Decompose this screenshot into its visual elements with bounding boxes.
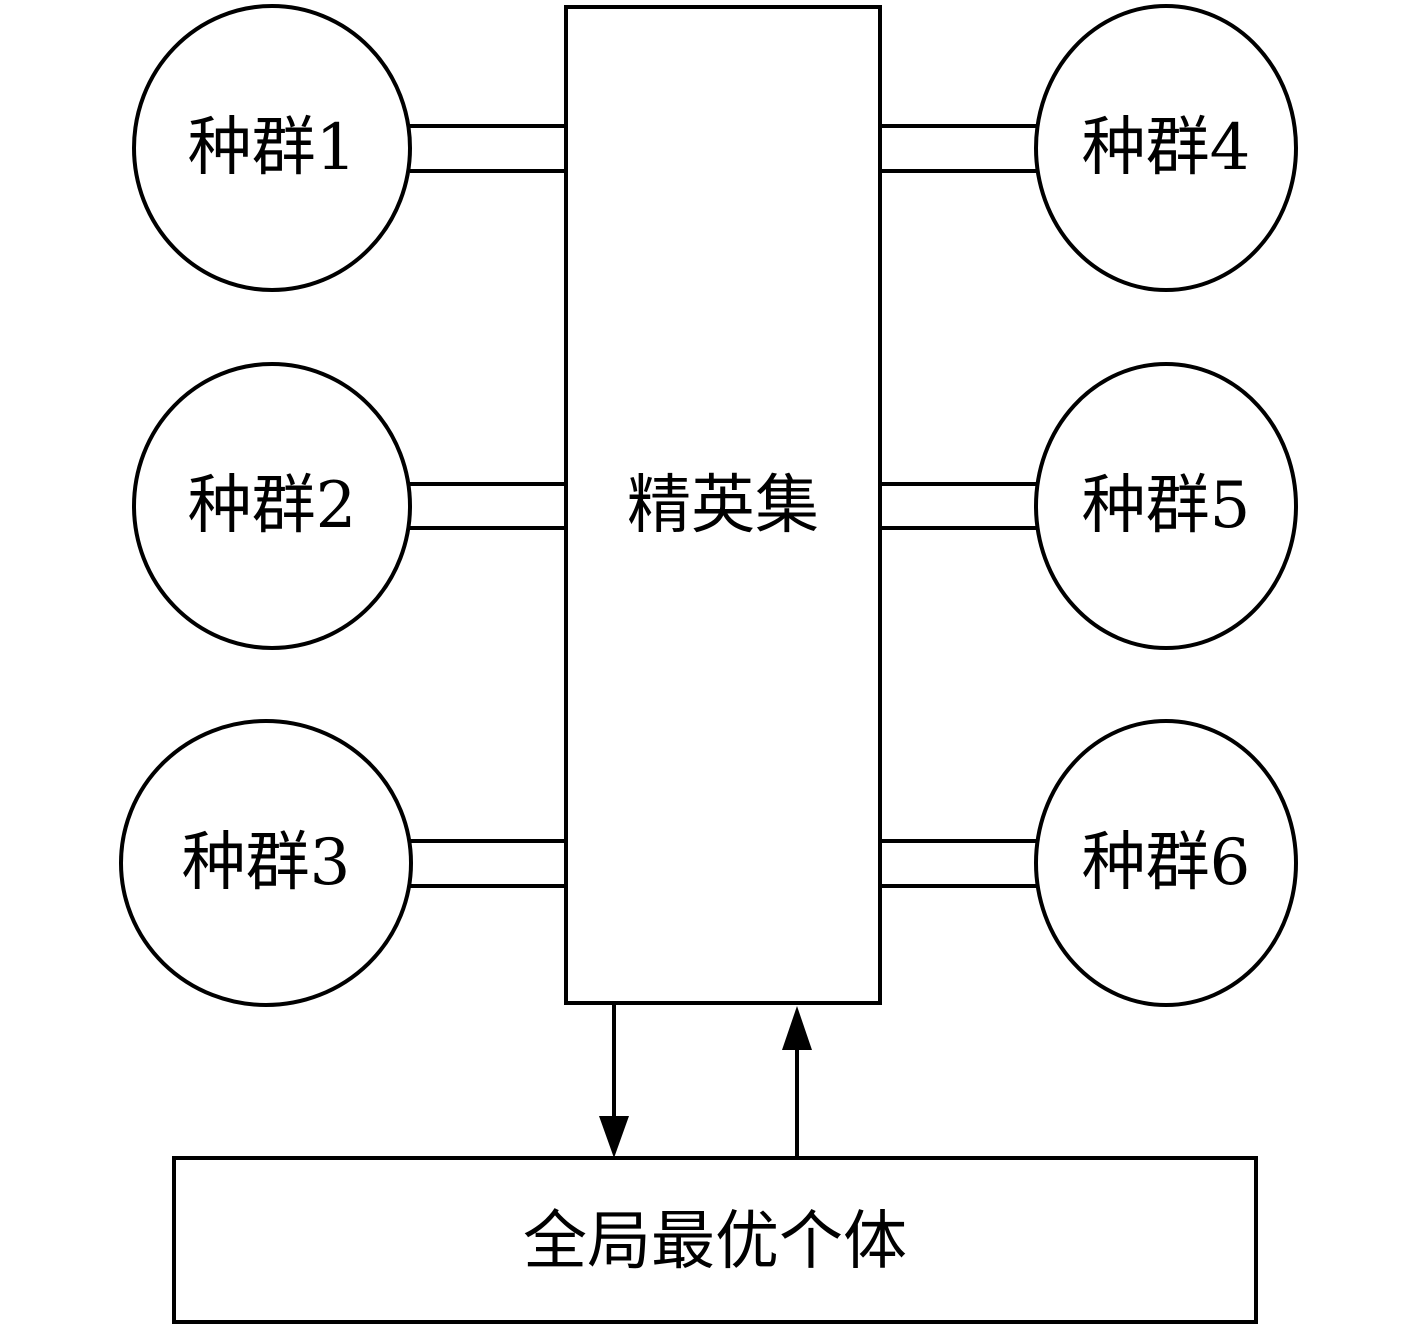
connector-population-3	[410, 839, 566, 888]
connector-population-4	[880, 124, 1036, 173]
population-label-4: 种群4	[1082, 111, 1251, 185]
global-best-label: 全局最优个体	[523, 1205, 907, 1279]
population-label-6: 种群6	[1082, 826, 1251, 900]
population-label-1: 种群1	[188, 111, 357, 185]
population-node-2: 种群2	[132, 362, 412, 650]
connector-population-1	[410, 124, 566, 173]
population-node-4: 种群4	[1034, 4, 1298, 292]
population-label-3: 种群3	[182, 826, 351, 900]
elite-set-box: 精英集	[564, 5, 882, 1005]
global-best-box: 全局最优个体	[172, 1156, 1258, 1324]
population-node-3: 种群3	[119, 719, 413, 1007]
connector-population-5	[880, 482, 1036, 530]
arrow-elite-to-global	[599, 1003, 629, 1158]
population-node-1: 种群1	[132, 4, 412, 292]
population-label-5: 种群5	[1082, 469, 1251, 543]
elite-set-label: 精英集	[627, 469, 819, 543]
connector-population-2	[410, 482, 566, 530]
population-label-2: 种群2	[188, 469, 357, 543]
arrow-global-to-elite	[782, 1006, 812, 1158]
population-node-5: 种群5	[1034, 362, 1298, 650]
population-node-6: 种群6	[1034, 719, 1298, 1007]
connector-population-6	[880, 839, 1036, 888]
